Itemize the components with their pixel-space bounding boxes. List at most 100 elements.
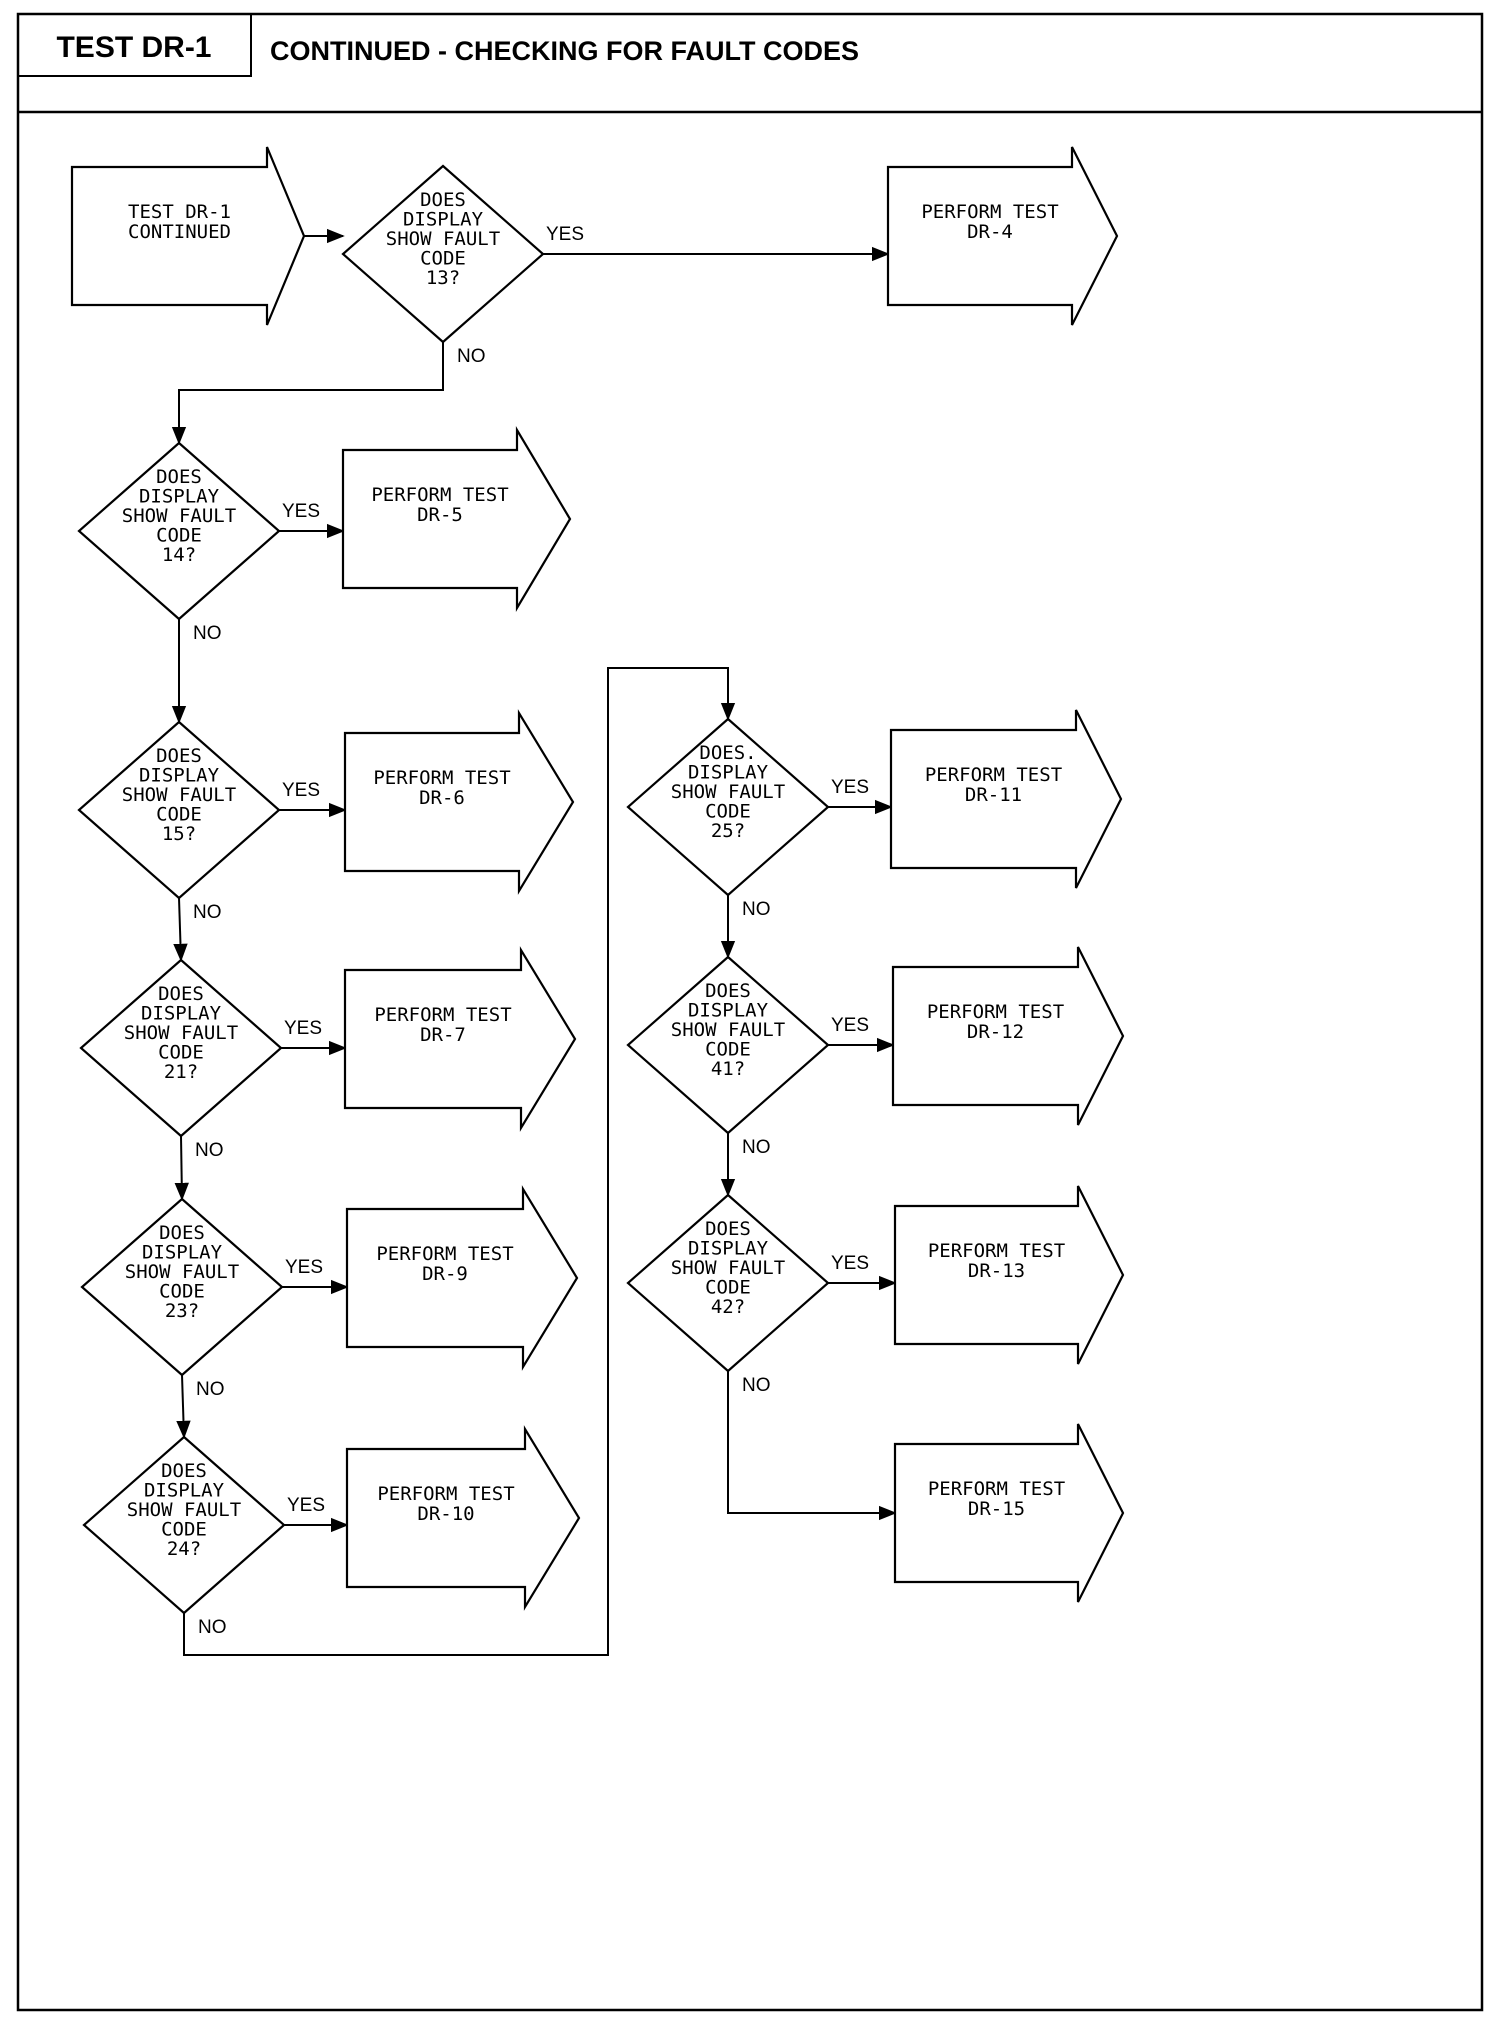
decision-41-text-line: SHOW FAULT	[671, 1019, 785, 1041]
decision-13-text-line: DOES	[420, 189, 466, 211]
decision-13-outline	[341, 164, 545, 344]
action-13-text-line: PERFORM TEST	[928, 1240, 1065, 1262]
decision-14-text-line: DISPLAY	[139, 486, 220, 508]
action-11-text-line: PERFORM TEST	[925, 764, 1062, 786]
action-13-text-line: DR-13	[968, 1260, 1025, 1282]
decision-21-text-line: DOES	[158, 983, 204, 1005]
decision-23-outline	[80, 1197, 284, 1377]
decision-42-text-line: DOES	[705, 1218, 751, 1240]
action-4-outline	[886, 146, 1119, 326]
decision-24-text-line: DOES	[161, 1460, 207, 1482]
page-border	[16, 12, 1484, 2012]
action-11-text-line: DR-11	[965, 784, 1022, 806]
decision-15-text-line: CODE	[156, 804, 202, 826]
action-12-text-line: PERFORM TEST	[927, 1001, 1064, 1023]
action-15-text-line: DR-15	[968, 1498, 1025, 1520]
no-label: NO	[742, 1375, 771, 1396]
start-arrow-outline	[70, 146, 306, 326]
decision-41-text-line: CODE	[705, 1039, 751, 1061]
decision-15-text-line: SHOW FAULT	[122, 784, 236, 806]
action-13-outline	[893, 1185, 1125, 1365]
decision-41-text-line: 41?	[711, 1058, 745, 1080]
yes-label: YES	[282, 501, 320, 522]
no-label: NO	[195, 1140, 224, 1161]
decision-25-text-line: DISPLAY	[688, 762, 769, 784]
decision-14-text-line: CODE	[156, 525, 202, 547]
no-label: NO	[193, 902, 222, 923]
no-label: NO	[457, 346, 486, 367]
action-6-outline	[343, 709, 575, 895]
decision-24-outline	[82, 1435, 286, 1615]
decision-14-text-line: 14?	[162, 544, 196, 566]
no-label: NO	[742, 1137, 771, 1158]
decision-25-text-line: 25?	[711, 820, 745, 842]
start-arrow-text-line: CONTINUED	[128, 221, 231, 243]
decision-14-text-line: DOES	[156, 466, 202, 488]
test-code: TEST DR-1	[56, 31, 211, 64]
decision-25-text-line: DOES.	[699, 742, 756, 764]
decision-42-text-line: SHOW FAULT	[671, 1257, 785, 1279]
yes-label: YES	[284, 1018, 322, 1039]
decision-24-text-line: 24?	[167, 1538, 201, 1560]
decision-13-text-line: DISPLAY	[403, 209, 484, 231]
decision-23-text-line: 23?	[165, 1300, 199, 1322]
action-6-text-line: PERFORM TEST	[373, 767, 510, 789]
decision-24-text-line: SHOW FAULT	[127, 1499, 241, 1521]
edge-d15-to-d21	[173, 897, 188, 962]
start-arrow-text-line: TEST DR-1	[128, 201, 231, 223]
no-label: NO	[198, 1617, 227, 1638]
decision-41-outline	[626, 955, 830, 1135]
decision-42-outline	[626, 1193, 830, 1373]
no-label: NO	[196, 1379, 225, 1400]
decision-23-text-line: SHOW FAULT	[125, 1261, 239, 1283]
decision-15-text-line: DISPLAY	[139, 765, 220, 787]
decision-13-text-line: 13?	[426, 267, 460, 289]
action-12-text-line: DR-12	[967, 1021, 1024, 1043]
no-label: NO	[742, 899, 771, 920]
action-10-text-line: DR-10	[417, 1503, 474, 1525]
decision-13-text-line: CODE	[420, 248, 466, 270]
decision-23-text-line: DOES	[159, 1222, 205, 1244]
decision-23-text-line: DISPLAY	[142, 1242, 223, 1264]
no-label: NO	[193, 623, 222, 644]
yes-label: YES	[831, 1015, 869, 1036]
action-15-text-line: PERFORM TEST	[928, 1478, 1065, 1500]
decision-42-text-line: 42?	[711, 1296, 745, 1318]
decision-41-text-line: DISPLAY	[688, 1000, 769, 1022]
decision-15-text-line: DOES	[156, 745, 202, 767]
edge-d24-to-d25	[183, 667, 736, 1656]
decision-15-text-line: 15?	[162, 823, 196, 845]
action-5-text-line: DR-5	[417, 504, 463, 526]
decision-21-text-line: CODE	[158, 1042, 204, 1064]
yes-label: YES	[831, 1253, 869, 1274]
action-4-text-line: DR-4	[967, 221, 1013, 243]
edge-d13-to-d14	[171, 342, 444, 445]
connectors	[171, 228, 897, 1656]
yes-label: YES	[282, 780, 320, 801]
decision-25-outline	[626, 717, 830, 897]
action-7-outline	[343, 946, 577, 1132]
decision-42-text-line: CODE	[705, 1277, 751, 1299]
edge-d23-to-d24	[176, 1374, 191, 1439]
action-7-text-line: PERFORM TEST	[374, 1004, 511, 1026]
decision-14-outline	[77, 441, 281, 621]
decision-21-text-line: 21?	[164, 1061, 198, 1083]
decision-24-text-line: DISPLAY	[144, 1480, 225, 1502]
action-11-outline	[889, 709, 1123, 889]
